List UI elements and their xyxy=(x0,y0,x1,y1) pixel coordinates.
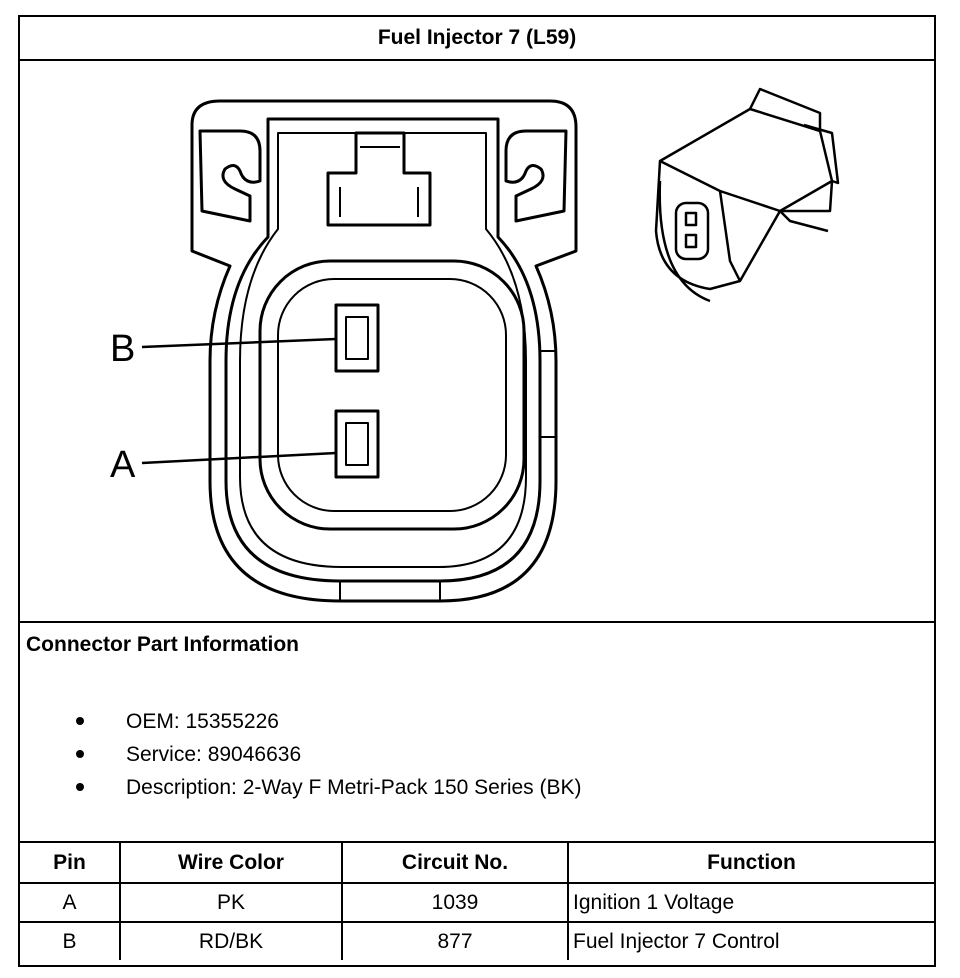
terminal-a xyxy=(334,409,380,479)
locking-tab xyxy=(326,131,432,227)
part-info-item-description: Description: 2-Way F Metri-Pack 150 Seri… xyxy=(76,771,582,804)
connector-sheet: Fuel Injector 7 (L59) xyxy=(18,15,936,967)
leader-line-b xyxy=(141,337,337,349)
part-info-text: Service: 89046636 xyxy=(126,743,302,766)
part-info-item-service: Service: 89046636 xyxy=(76,738,582,771)
bullet-icon xyxy=(76,750,84,758)
left-mounting-ear xyxy=(198,129,262,223)
header-wire-color: Wire Color xyxy=(119,843,343,884)
bullet-icon xyxy=(76,783,84,791)
connector-iso-view xyxy=(654,87,840,303)
cell-circuit-no: 1039 xyxy=(341,882,569,923)
cavity-frame-inner xyxy=(277,278,507,512)
connector-part-information: Connector Part Information OEM: 15355226… xyxy=(20,623,934,843)
cell-wire-color: PK xyxy=(119,882,343,923)
housing-outline xyxy=(190,99,578,603)
leader-line-a xyxy=(141,451,337,465)
part-info-list: OEM: 15355226 Service: 89046636 Descript… xyxy=(76,705,582,804)
cell-wire-color: RD/BK xyxy=(119,921,343,960)
connector-info-heading: Connector Part Information xyxy=(26,633,300,656)
pin-label-b: B xyxy=(110,328,135,370)
pin-table: Pin Wire Color Circuit No. Function A PK… xyxy=(20,843,934,960)
cell-circuit-no: 877 xyxy=(341,921,569,960)
connector-face-drawing: B A xyxy=(110,87,840,603)
pin-table-header: Pin Wire Color Circuit No. Function xyxy=(20,843,934,884)
table-row: A PK 1039 Ignition 1 Voltage xyxy=(20,882,934,923)
cavity-frame-outer xyxy=(258,259,526,531)
cell-function: Ignition 1 Voltage xyxy=(567,882,934,923)
connector-figure: B A xyxy=(20,61,934,623)
part-info-text: Description: 2-Way F Metri-Pack 150 Seri… xyxy=(126,776,582,799)
pin-label-a: A xyxy=(110,444,136,486)
cell-pin: A xyxy=(20,882,121,923)
bullet-icon xyxy=(76,717,84,725)
page-title: Fuel Injector 7 (L59) xyxy=(20,17,934,61)
header-function: Function xyxy=(567,843,934,884)
cell-pin: B xyxy=(20,921,121,960)
header-pin: Pin xyxy=(20,843,121,884)
table-row: B RD/BK 877 Fuel Injector 7 Control xyxy=(20,921,934,960)
header-circuit-no: Circuit No. xyxy=(341,843,569,884)
right-mounting-ear xyxy=(504,129,568,223)
cell-function: Fuel Injector 7 Control xyxy=(567,921,934,960)
part-info-item-oem: OEM: 15355226 xyxy=(76,705,582,738)
terminal-b xyxy=(334,303,380,373)
part-info-text: OEM: 15355226 xyxy=(126,710,279,733)
